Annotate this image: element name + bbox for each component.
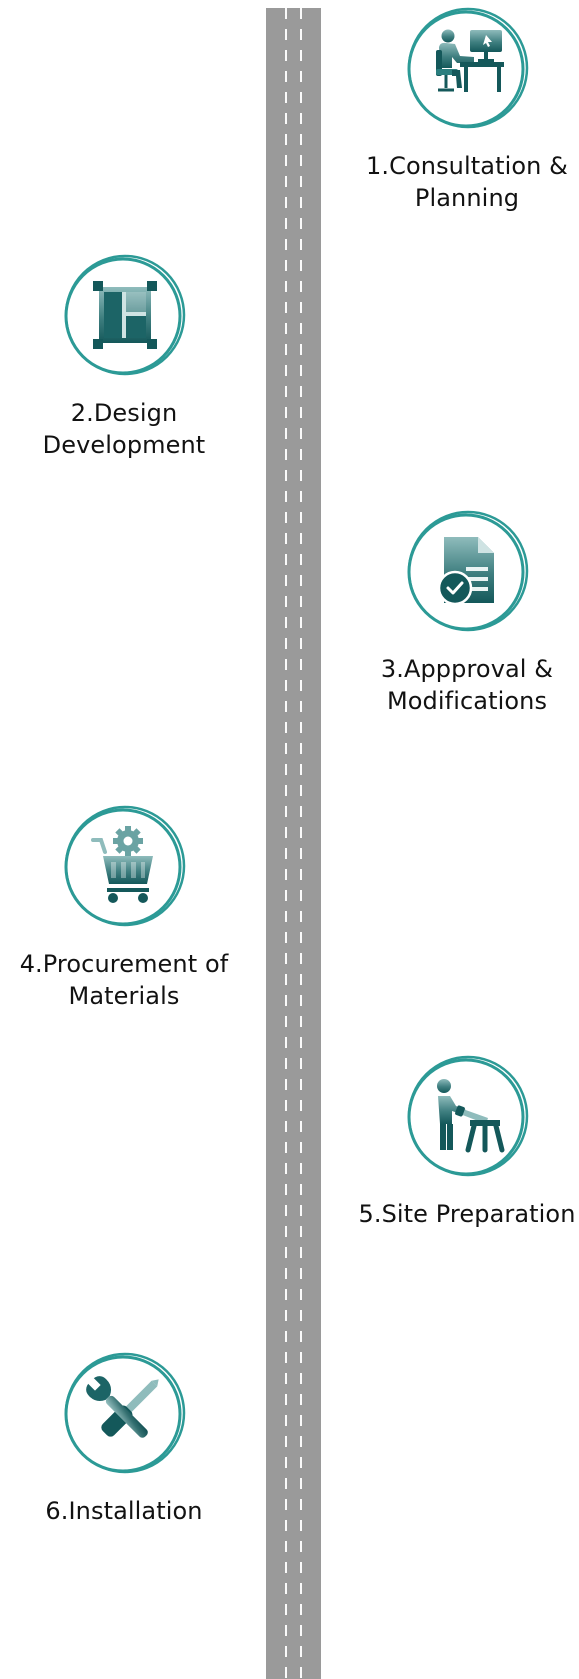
procurement-cart-icon (57, 800, 191, 934)
tools-icon (57, 1347, 191, 1481)
step-approval-modifications: 3.Appproval & Modifications (349, 505, 579, 717)
step-procurement-materials: 4.Procurement of Materials (6, 800, 242, 1012)
step-label: 3.Appproval & Modifications (380, 655, 554, 715)
road-lane-marking-right (300, 8, 302, 1679)
timeline-road (266, 8, 321, 1679)
road-lane-marking-left (285, 8, 287, 1679)
site-worker-icon (400, 1050, 534, 1184)
step-design-development: 2.Design Development (6, 249, 242, 461)
step-label: 1.Consultation & Planning (366, 152, 568, 212)
step-label: 6.Installation (45, 1497, 203, 1525)
consultation-desk-icon (400, 2, 534, 136)
step-label: 5.Site Preparation (358, 1200, 576, 1228)
approved-document-icon (400, 505, 534, 639)
step-installation: 6.Installation (6, 1347, 242, 1527)
step-label: 2.Design Development (42, 399, 206, 459)
design-layout-icon (57, 249, 191, 383)
step-consultation-planning: 1.Consultation & Planning (349, 2, 579, 214)
step-label: 4.Procurement of Materials (19, 950, 229, 1010)
step-site-preparation: 5.Site Preparation (349, 1050, 579, 1230)
